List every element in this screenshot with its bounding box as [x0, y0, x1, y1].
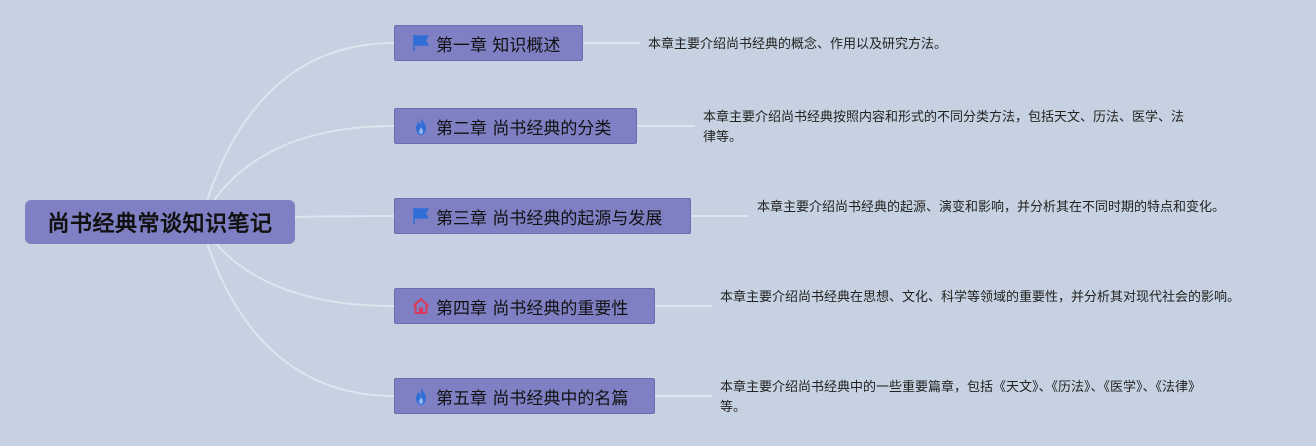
fire-icon	[411, 116, 431, 136]
connector-5	[199, 221, 395, 397]
chapter-desc-5: 本章主要介绍尚书经典中的一些重要篇章，包括《天文》、《历法》、《医学》、《法律》…	[720, 380, 1195, 415]
root-node[interactable]: 尚书经典常谈知识笔记	[25, 200, 295, 244]
flag-icon	[411, 33, 431, 53]
home-icon	[411, 296, 431, 316]
chapter-desc-4: 本章主要介绍尚书经典在思想、文化、科学等领域的重要性，并分析其对现代社会的影响。	[720, 290, 1241, 305]
chapter-desc-3: 本章主要介绍尚书经典的起源、演变和影响，并分析其在不同时期的特点和变化。	[757, 200, 1226, 215]
chapter-label-5: 第五章 尚书经典中的名篇	[436, 388, 629, 409]
chapter-label-3: 第三章 尚书经典的起源与发展	[436, 208, 663, 229]
chapter-node-1[interactable]: 第一章 知识概述	[394, 25, 583, 61]
chapter-desc-1: 本章主要介绍尚书经典的概念、作用以及研究方法。	[648, 37, 948, 52]
chapter-label-1: 第一章 知识概述	[436, 35, 561, 56]
root-title: 尚书经典常谈知识笔记	[47, 212, 273, 237]
chapter-label-2: 第二章 尚书经典的分类	[436, 118, 612, 139]
chapter-node-3[interactable]: 第三章 尚书经典的起源与发展	[394, 198, 691, 234]
fire-icon	[411, 386, 431, 406]
connector-1	[199, 42, 395, 223]
chapter-label-4: 第四章 尚书经典的重要性	[436, 298, 629, 319]
chapter-node-5[interactable]: 第五章 尚书经典中的名篇	[394, 378, 655, 414]
chapter-node-4[interactable]: 第四章 尚书经典的重要性	[394, 288, 655, 324]
chapter-desc-2: 本章主要介绍尚书经典按照内容和形式的不同分类方法，包括天文、历法、医学、法律等。	[703, 110, 1185, 145]
chapter-node-2[interactable]: 第二章 尚书经典的分类	[394, 108, 637, 144]
flag-icon	[411, 206, 431, 226]
